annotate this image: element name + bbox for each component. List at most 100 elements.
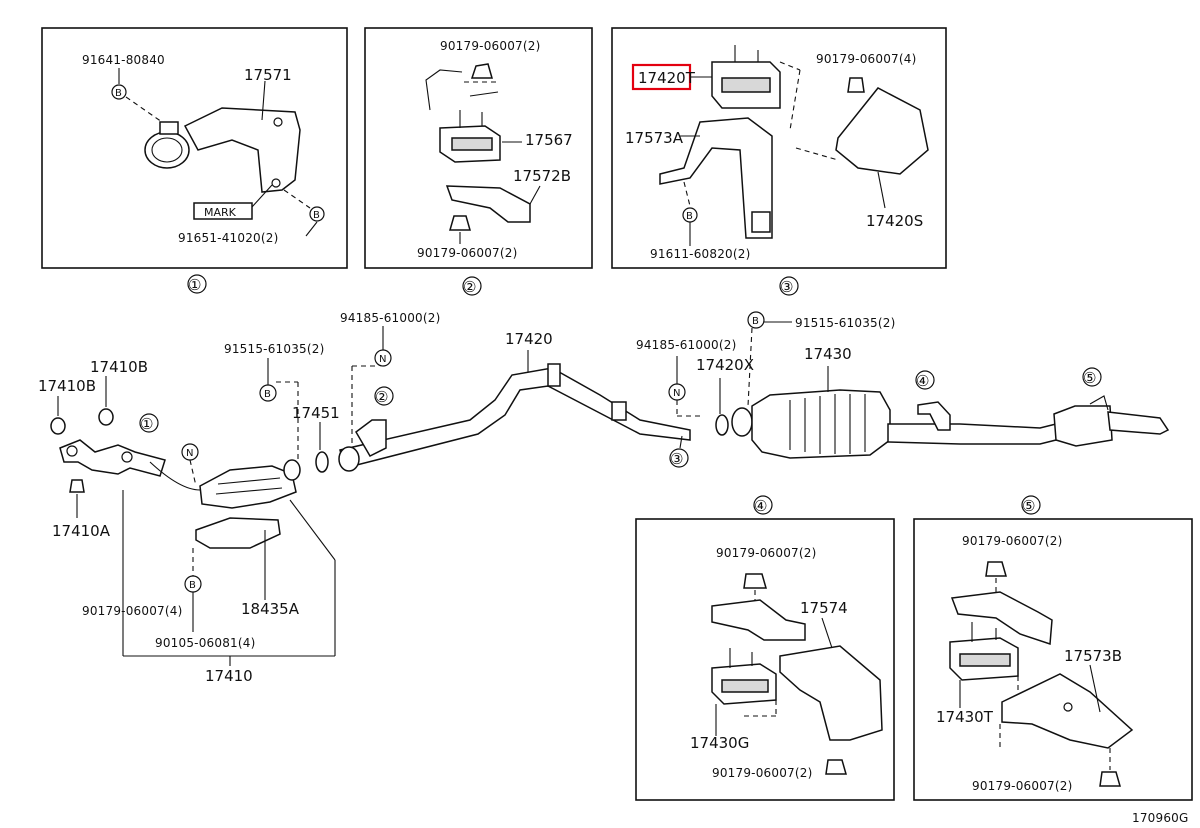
part-label[interactable]: 17430T: [936, 708, 994, 726]
nut[interactable]: [847, 77, 865, 93]
nut-letter: N: [186, 448, 193, 459]
bolt-letter: B: [115, 88, 122, 99]
inset-marker: [462, 276, 482, 296]
nut[interactable]: [449, 215, 471, 231]
inset-3: 17420T 90179-06007(4) 17573A 17420S 9161…: [611, 27, 947, 296]
bracket[interactable]: [950, 591, 1053, 646]
nut[interactable]: [985, 561, 1007, 577]
tail-pipe[interactable]: [887, 421, 1065, 445]
bolt-letter: B: [752, 316, 759, 327]
part-label[interactable]: 90105-06081(4): [155, 636, 255, 650]
inset-marker-label: ⑤: [1022, 497, 1035, 515]
part-label[interactable]: 90179-06007(2): [417, 246, 517, 260]
bolt-symbol: [111, 84, 127, 100]
bracket-17574[interactable]: [779, 645, 883, 741]
bolt-symbol: [309, 206, 325, 222]
part-label[interactable]: 17410B: [38, 377, 96, 395]
nut-letter: N: [379, 354, 386, 365]
part-label[interactable]: 17574: [800, 599, 848, 617]
part-label[interactable]: 17410B: [90, 358, 148, 376]
nut[interactable]: [743, 573, 767, 589]
inset-1: 91641-80840 17571 91651-41020(2) B MARK …: [41, 27, 348, 294]
part-label[interactable]: 90179-06007(2): [712, 766, 812, 780]
nut[interactable]: [1099, 771, 1121, 787]
part-label[interactable]: 94185-61000(2): [340, 311, 440, 325]
inset-marker: [1021, 495, 1041, 515]
center-pipe-17420[interactable]: [339, 367, 691, 469]
part-label[interactable]: 91515-61035(2): [224, 342, 324, 356]
gasket-17410B[interactable]: [50, 417, 66, 435]
inset-marker: [753, 495, 773, 515]
part-label[interactable]: 91611-60820(2): [650, 247, 750, 261]
muffler-17430[interactable]: [751, 389, 891, 459]
part-label[interactable]: 90179-06007(2): [962, 534, 1062, 548]
inset-marker-label: ①: [188, 276, 201, 294]
part-label[interactable]: 91651-41020(2): [178, 231, 278, 245]
gasket-17410B[interactable]: [98, 408, 114, 426]
part-label[interactable]: 91515-61035(2): [795, 316, 895, 330]
part-label[interactable]: 17420S: [866, 212, 923, 230]
part-label[interactable]: 17410A: [52, 522, 111, 540]
part-label[interactable]: 17573A: [625, 129, 684, 147]
part-label[interactable]: 17430G: [690, 734, 749, 752]
part-label[interactable]: 91641-80840: [82, 53, 165, 67]
gasket-17451[interactable]: [315, 451, 329, 473]
mounting-bracket[interactable]: [183, 107, 301, 193]
gasket-17420X[interactable]: [715, 414, 729, 436]
part-label[interactable]: 94185-61000(2): [636, 338, 736, 352]
inset-4: ④ 90179-06007(2) 17574 17430G 90179-0600…: [635, 495, 895, 801]
nut[interactable]: [825, 759, 847, 775]
part-label[interactable]: 17451: [292, 404, 340, 422]
inset-marker: [139, 413, 159, 433]
heat-insulator-18435A[interactable]: [195, 517, 281, 549]
marker-label: ⑤: [1083, 369, 1096, 387]
part-label-highlighted[interactable]: 17420T: [638, 69, 696, 87]
inset-3-frame: [611, 27, 947, 269]
bolt-letter: B: [686, 211, 693, 222]
inset-marker-label: ②: [463, 278, 476, 296]
main-exhaust-assembly: 17410B 17410B 17410A 91515-61035(2) 9418…: [38, 311, 1170, 685]
inset-marker: [915, 370, 935, 390]
nut-17410A[interactable]: [69, 479, 85, 493]
part-label[interactable]: 90179-06007(2): [716, 546, 816, 560]
bracket[interactable]: [711, 599, 806, 641]
part-label[interactable]: 90179-06007(4): [816, 52, 916, 66]
part-label[interactable]: 17567: [525, 131, 573, 149]
marker-label: ①: [140, 415, 153, 433]
part-label[interactable]: 18435A: [241, 600, 300, 618]
bracket-17572B[interactable]: [445, 185, 531, 223]
bracket-17573A[interactable]: [659, 117, 773, 239]
inset-marker-label: ③: [780, 278, 793, 296]
inset-2: 90179-06007(2) 17567 17572B 90179-06007(…: [364, 27, 593, 296]
part-label[interactable]: 17571: [244, 66, 292, 84]
inset-marker: [779, 276, 799, 296]
nut-letter: N: [673, 388, 680, 399]
drawing-code: 170960G: [1132, 811, 1189, 825]
marker-label: ②: [375, 388, 388, 406]
part-label[interactable]: 17410: [205, 667, 253, 685]
marker-label: ③: [670, 450, 683, 468]
part-label[interactable]: 17430: [804, 345, 852, 363]
inset-2-frame: [364, 27, 593, 269]
inset-marker: [1082, 367, 1102, 387]
part-label[interactable]: 90179-06007(2): [440, 39, 540, 53]
part-label[interactable]: 17420: [505, 330, 553, 348]
part-label[interactable]: 90179-06007(4): [82, 604, 182, 618]
front-pipe-flange[interactable]: [59, 439, 166, 477]
heat-insulator-17420S[interactable]: [835, 87, 929, 175]
nut[interactable]: [470, 63, 493, 79]
part-label[interactable]: 17572B: [513, 167, 571, 185]
inset-4-frame: [635, 518, 895, 801]
part-label[interactable]: 90179-06007(2): [972, 779, 1072, 793]
bolt-letter: B: [313, 210, 320, 221]
part-label[interactable]: 17573B: [1064, 647, 1122, 665]
catalytic-converter[interactable]: [199, 465, 297, 509]
part-label[interactable]: 17420X: [696, 356, 754, 374]
bolt-letter: B: [264, 389, 271, 400]
sub-muffler[interactable]: [1053, 405, 1113, 447]
inset-1-frame: [41, 27, 348, 269]
inset-5-frame: [913, 518, 1193, 801]
inset-marker: [374, 386, 394, 406]
bolt-letter: B: [189, 580, 196, 591]
